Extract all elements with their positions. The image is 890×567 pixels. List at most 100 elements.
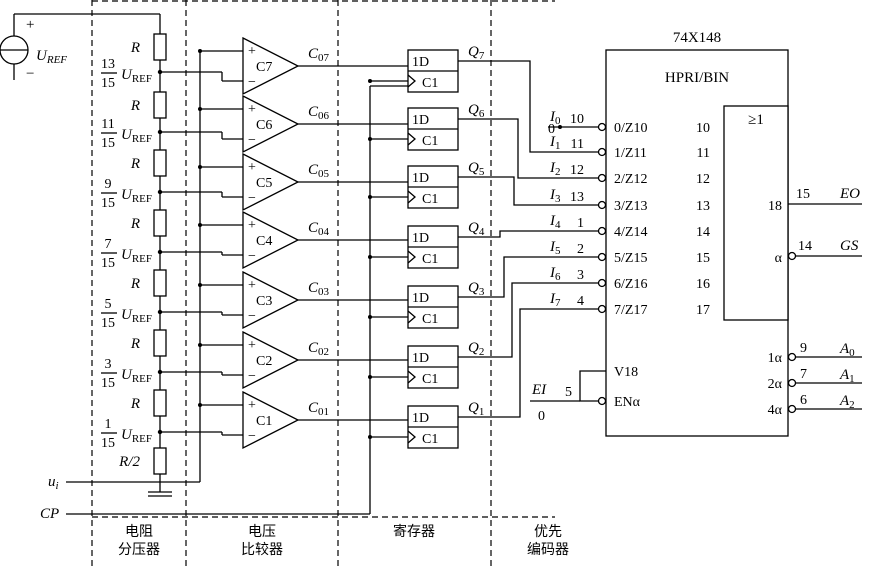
comp-plus-3: + bbox=[248, 218, 256, 233]
ff-d-1: 1D bbox=[412, 113, 429, 128]
input-sig-4: I4 bbox=[549, 213, 561, 231]
input-sig-6: I6 bbox=[549, 265, 561, 283]
comp-name-2: C5 bbox=[256, 176, 272, 191]
ui-label: u bbox=[48, 474, 56, 490]
source-plus-sign: + bbox=[26, 17, 34, 33]
resistor-ladder: RRRRRRRR/21315UREF1115UREF915UREF715UREF… bbox=[101, 14, 172, 497]
section-encoder-line1: 优先 bbox=[534, 524, 562, 540]
input-sig-0: I0 bbox=[549, 109, 561, 127]
gs-inner: α bbox=[775, 251, 783, 266]
comparator-1 bbox=[242, 94, 300, 154]
tap-num-2: 9 bbox=[105, 177, 112, 192]
a-name-sub-1: 1 bbox=[849, 373, 855, 385]
tap-uref-main-3: U bbox=[121, 247, 133, 263]
input-sig-sub-0: 0 bbox=[555, 115, 561, 127]
resistor-3 bbox=[153, 209, 167, 237]
input-sig-sub-2: 2 bbox=[555, 166, 561, 178]
tap-den-0: 15 bbox=[101, 76, 115, 91]
tap-num-6: 1 bbox=[105, 417, 112, 432]
input-sig-main-7: I bbox=[549, 291, 556, 307]
input-pin-2: 12 bbox=[570, 163, 584, 178]
ff-c-5: C1 bbox=[422, 372, 438, 387]
comp-out-6: C01 bbox=[308, 400, 329, 418]
ff-q-main-1: Q bbox=[468, 102, 479, 118]
input-bubble-1 bbox=[597, 147, 607, 157]
a-name-1: A1 bbox=[839, 367, 855, 385]
gs-pin: 14 bbox=[798, 239, 812, 254]
ff-c-2: C1 bbox=[422, 192, 438, 207]
comparator-2 bbox=[242, 152, 300, 212]
v18-label: V18 bbox=[614, 365, 638, 380]
comp-name-5: C2 bbox=[256, 354, 272, 369]
input-sig-main-4: I bbox=[549, 213, 556, 229]
a-pin-2: 6 bbox=[800, 393, 807, 408]
or-symbol: ≥1 bbox=[748, 112, 764, 128]
tap-uref-1: UREF bbox=[121, 127, 152, 145]
tap-num-1: 11 bbox=[101, 117, 114, 132]
tap-uref-sub-0: REF bbox=[132, 73, 152, 85]
ff-q-sub-4: 3 bbox=[479, 286, 485, 298]
section-register-line1: 寄存器 bbox=[393, 523, 435, 540]
q-wire-4 bbox=[458, 256, 598, 298]
eo-inner: 18 bbox=[768, 199, 782, 214]
comp-out-main-5: C bbox=[308, 340, 319, 356]
comparator-6 bbox=[242, 390, 300, 450]
tap-uref-sub-5: REF bbox=[132, 373, 152, 385]
comp-out-sub-6: 01 bbox=[318, 406, 329, 418]
comp-minus-4: − bbox=[248, 309, 256, 324]
input-sig-1: I1 bbox=[549, 134, 561, 152]
a-bubble-0 bbox=[787, 352, 797, 362]
q-wire-5 bbox=[458, 282, 598, 358]
resistor-label-4: R bbox=[130, 276, 140, 292]
ff-q-sub-5: 2 bbox=[479, 346, 485, 358]
resistor-label-0: R bbox=[130, 40, 140, 56]
ff-q-sub-0: 7 bbox=[479, 50, 485, 62]
ff-q-0: Q7 bbox=[468, 44, 485, 62]
tap-uref-3: UREF bbox=[121, 247, 152, 265]
section-boxes bbox=[91, 0, 555, 567]
input-lines: ui CP bbox=[40, 474, 370, 522]
tap-uref-sub-6: REF bbox=[132, 433, 152, 445]
comp-minus-3: − bbox=[248, 249, 256, 264]
section-comparator-line1: 电压 bbox=[248, 524, 276, 540]
tap-uref-main-5: U bbox=[121, 367, 133, 383]
comp-out-5: C02 bbox=[308, 340, 329, 358]
inner-pin-7: 17 bbox=[696, 303, 710, 318]
inner-pin-0: 10 bbox=[696, 121, 710, 136]
input-sig-main-5: I bbox=[549, 239, 556, 255]
a-pin-0: 9 bbox=[800, 341, 807, 356]
comparator-4 bbox=[242, 270, 300, 330]
comp-plus-6: + bbox=[248, 398, 256, 413]
comp-out-0: C07 bbox=[308, 46, 330, 64]
en-bubble bbox=[597, 396, 607, 406]
comp-out-main-2: C bbox=[308, 162, 319, 178]
inner-pin-2: 12 bbox=[696, 172, 710, 187]
input-pin-0: 10 bbox=[570, 112, 584, 127]
tap-den-2: 15 bbox=[101, 196, 115, 211]
priority-encoder-74x148: 74X148HPRI/BIN≥10/Z101010I01/Z111111I12/… bbox=[458, 30, 862, 437]
comp-out-3: C04 bbox=[308, 220, 330, 238]
comp-out-sub-2: 05 bbox=[318, 168, 330, 180]
tap-uref-main-0: U bbox=[121, 67, 133, 83]
input-sig-main-1: I bbox=[549, 134, 556, 150]
ff-q-main-6: Q bbox=[468, 400, 479, 416]
input-label-4: 4/Z14 bbox=[614, 225, 647, 240]
q-wire-0 bbox=[458, 60, 598, 153]
comp-name-1: C6 bbox=[256, 118, 272, 133]
resistor-5 bbox=[153, 329, 167, 357]
a-bubble-2 bbox=[787, 404, 797, 414]
ff-q-main-5: Q bbox=[468, 340, 479, 356]
ff-d-6: 1D bbox=[412, 411, 429, 426]
input-pin-3: 13 bbox=[570, 190, 584, 205]
comp-minus-5: − bbox=[248, 369, 256, 384]
tap-uref-sub-3: REF bbox=[132, 253, 152, 265]
resistor-2 bbox=[153, 149, 167, 177]
input-sig-sub-5: 5 bbox=[555, 245, 561, 257]
resistor-0 bbox=[153, 33, 167, 61]
ff-d-3: 1D bbox=[412, 231, 429, 246]
tap-uref-4: UREF bbox=[121, 307, 152, 325]
resistor-1 bbox=[153, 91, 167, 119]
a-name-sub-0: 0 bbox=[849, 347, 855, 359]
comp-out-main-0: C bbox=[308, 46, 319, 62]
